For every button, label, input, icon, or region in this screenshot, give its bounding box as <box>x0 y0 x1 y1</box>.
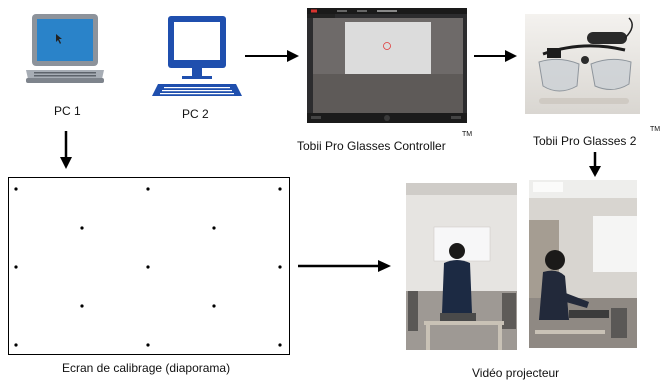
desktop-computer-icon <box>152 16 242 96</box>
pc1-node: PC 1 <box>20 12 110 122</box>
calibration-label: Ecran de calibrage (diaporama) <box>62 361 231 375</box>
pc1-label: PC 1 <box>54 104 81 118</box>
eye-tracking-glasses-photo <box>525 14 640 114</box>
calibration-node: Ecran de calibrage (diaporama) <box>8 177 290 377</box>
laptop-icon <box>26 14 104 83</box>
glasses-tm: TM <box>650 126 661 133</box>
participant-side-view-photo <box>529 180 637 348</box>
glasses-label: Tobii Pro Glasses 2 <box>533 134 637 148</box>
calibration-dots <box>14 187 282 347</box>
controller-label: Tobii Pro Glasses Controller <box>297 139 446 153</box>
arrow-pc1-to-calibration <box>60 131 72 169</box>
calibration-screen <box>8 177 290 355</box>
controller-node: Tobii Pro Glasses Controller TM <box>297 8 472 168</box>
arrow-glasses-to-photo <box>589 152 601 177</box>
participant-back-view-photo <box>406 183 517 350</box>
controller-software-screenshot <box>307 8 467 123</box>
glasses-node: Tobii Pro Glasses 2 TM <box>525 14 661 154</box>
projector-label: Vidéo projecteur <box>472 366 560 380</box>
arrow-controller-to-glasses <box>474 50 517 62</box>
arrow-pc2-to-controller <box>245 50 299 62</box>
arrow-calibration-to-projector <box>298 260 391 272</box>
pc2-label: PC 2 <box>182 107 209 121</box>
controller-tm: TM <box>462 131 473 138</box>
pc2-node: PC 2 <box>150 12 245 122</box>
